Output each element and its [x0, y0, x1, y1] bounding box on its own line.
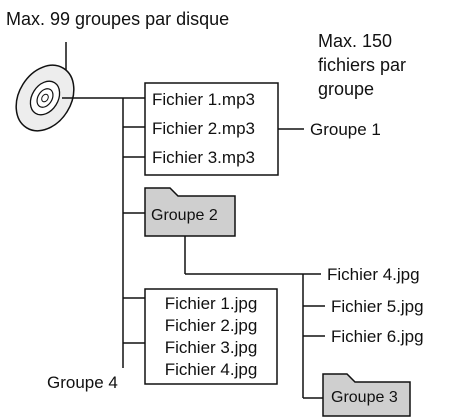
max-files-note-line2: fichiers par: [318, 55, 407, 75]
group4-label: Groupe 4: [47, 373, 118, 392]
file-2-mp3: Fichier 2.mp3: [152, 119, 255, 138]
folder-icon-group2: [144, 187, 236, 237]
group1-files-box: [144, 82, 279, 176]
folder-icon-group3: [322, 373, 411, 417]
group4-files-box: [144, 288, 278, 385]
file-3-jpg: Fichier 3.jpg: [164, 338, 258, 357]
cd-disc-icon: [15, 64, 75, 132]
file-1-mp3: Fichier 1.mp3: [152, 90, 255, 109]
file-3-mp3: Fichier 3.mp3: [152, 148, 255, 167]
file-1-jpg: Fichier 1.jpg: [164, 294, 258, 313]
file-4-jpg: Fichier 4.jpg: [327, 265, 420, 284]
group2-label: Groupe 2: [151, 207, 218, 224]
max-groups-note: Max. 99 groupes par disque: [6, 9, 230, 29]
group1-label: Groupe 1: [310, 120, 381, 139]
file-6-jpg: Fichier 6.jpg: [331, 327, 424, 346]
file-2-jpg: Fichier 2.jpg: [164, 316, 258, 335]
file-5-jpg: Fichier 5.jpg: [331, 297, 424, 316]
file-4-jpg-group4: Fichier 4.jpg: [164, 360, 258, 379]
group3-label: Groupe 3: [331, 389, 398, 406]
max-files-note-line1: Max. 150: [318, 31, 393, 51]
max-files-note-line3: groupe: [318, 79, 375, 99]
